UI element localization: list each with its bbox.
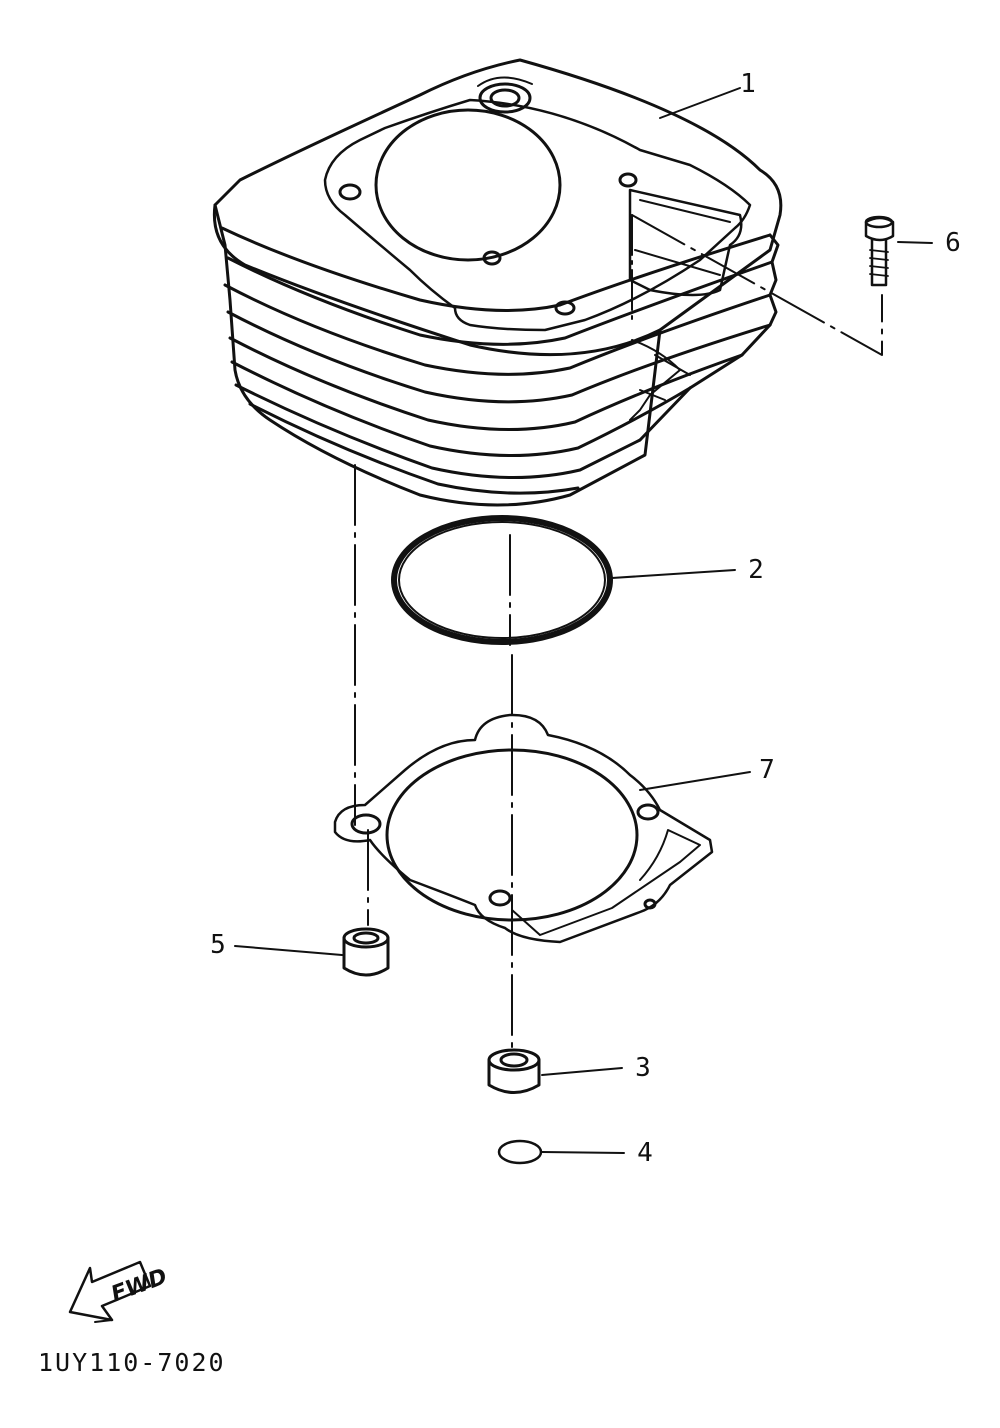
dowel-pin-left <box>342 927 390 977</box>
cylinder-block <box>212 58 783 507</box>
o-ring <box>391 515 613 645</box>
assembly-centerlines <box>354 214 883 1056</box>
leader-lines <box>234 87 933 1154</box>
callout-1: 1 <box>740 69 756 99</box>
base-gasket <box>333 713 714 944</box>
callout-7: 7 <box>759 755 775 785</box>
dowel-pin-right <box>487 1048 541 1094</box>
forward-direction-arrow-icon <box>68 1260 152 1323</box>
callout-2: 2 <box>748 555 764 585</box>
reference-code: 1UY110-7020 <box>38 1348 226 1377</box>
callout-3: 3 <box>635 1053 651 1083</box>
callout-4: 4 <box>637 1138 653 1168</box>
bolt <box>864 215 895 287</box>
callout-6: 6 <box>945 228 961 258</box>
callout-5: 5 <box>210 930 226 960</box>
small-o-ring <box>497 1139 543 1165</box>
